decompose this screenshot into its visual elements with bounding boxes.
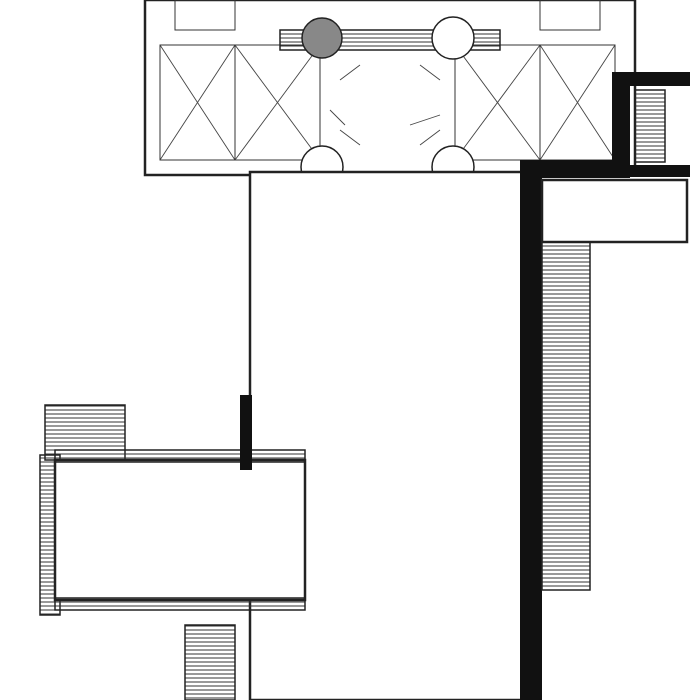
side-chapel	[39, 395, 307, 700]
transept	[143, 0, 637, 177]
nave	[248, 170, 527, 700]
right-aisle-wall	[520, 72, 690, 700]
